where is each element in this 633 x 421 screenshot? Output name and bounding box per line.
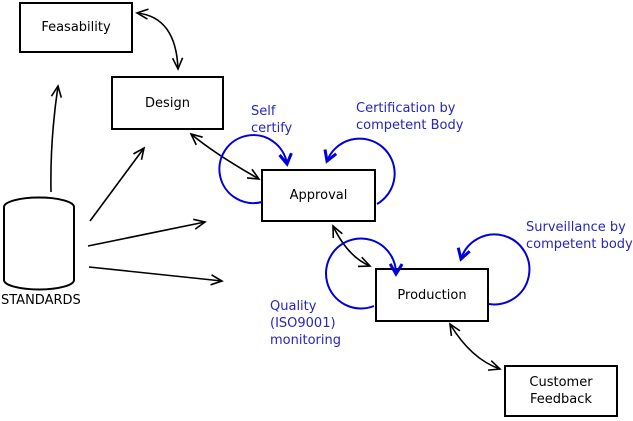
arrow-standards-production: [88, 266, 224, 286]
arrow-design-approval: [189, 132, 261, 180]
arrow-standards-design: [89, 146, 146, 222]
node-design: Design: [111, 76, 224, 130]
standards-cylinder-shape: [3, 196, 75, 291]
node-customer-feedback: Customer Feedback: [504, 365, 618, 417]
node-design-label: Design: [145, 95, 190, 111]
arrow-feasability-design: [135, 8, 184, 71]
annotation-certification-by-competent-body: Certification by competent Body: [356, 101, 464, 133]
node-approval-label: Approval: [289, 188, 348, 203]
arrow-standards-feasability: [50, 84, 63, 193]
node-approval: Approval: [261, 169, 376, 222]
arrow-standards-approval: [87, 218, 207, 247]
node-production: Production: [375, 268, 489, 322]
annotation-quality-iso9001-monitoring: Quality (ISO9001) monitoring: [270, 299, 341, 348]
arrow-approval-production: [332, 224, 372, 268]
node-production-label: Production: [397, 287, 467, 303]
node-feasability: Feasability: [19, 2, 133, 53]
node-customer-feedback-label: Customer Feedback: [529, 375, 593, 407]
arrow-production-customer-feedback: [449, 322, 502, 371]
annotation-self-certify: Self certify: [251, 104, 293, 136]
annotation-surveillance-by-competent-body: Surveillance by competent body: [526, 220, 633, 252]
node-feasability-label: Feasability: [41, 20, 111, 35]
standards-datastore-label: STANDARDS: [1, 293, 81, 308]
